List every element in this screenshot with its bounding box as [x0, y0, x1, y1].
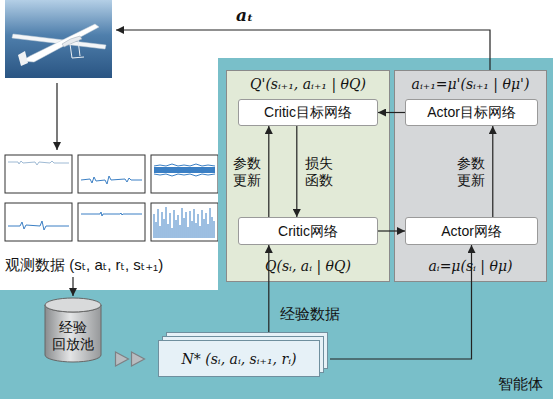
text-holder: Critic目标网络 — [239, 100, 377, 125]
text-holder: 智能体 — [498, 375, 543, 393]
chart-frame — [5, 155, 72, 193]
network-box: Critic目标网络 — [238, 99, 378, 126]
signal-line — [154, 164, 215, 176]
node-text: 经验 回放池 — [49, 319, 97, 353]
aircraft-photo — [5, 0, 112, 78]
text-holder: 经验 回放池 — [44, 311, 102, 361]
glider-tail — [18, 51, 28, 66]
text-holder: 观测数据 (sₜ, aₜ, rₜ, sₜ₊₁) — [5, 256, 163, 274]
edge-label: 损失 函数 — [302, 155, 336, 189]
node-text: 智能体 — [498, 375, 543, 393]
chart-frame — [78, 155, 145, 193]
node-text: aᵢ=μ(sᵢ | θμ) — [428, 258, 512, 275]
experience-label: 经验数据 — [280, 305, 340, 323]
network-box: Actor目标网络 — [405, 99, 538, 126]
text-holder: 参数 更新 — [230, 155, 264, 189]
signal-line — [8, 161, 69, 165]
node-text: Actor网络 — [441, 223, 502, 240]
text-holder: aᵢ=μ(sᵢ | θμ) — [395, 258, 546, 275]
glider-frame — [70, 40, 84, 58]
chart-frame — [151, 203, 218, 241]
signal-band — [154, 167, 215, 173]
text-holder: 参数 更新 — [454, 155, 488, 189]
node-text: Q(sᵢ, aᵢ | θQ) — [265, 258, 351, 275]
action-label: aₜ — [236, 5, 253, 25]
replay-buffer-cylinder: 经验 回放池 — [44, 297, 102, 363]
node-text: aᵢ₊₁=μ'(sᵢ₊₁ | θμ') — [412, 76, 530, 93]
node-text: Critic目标网络 — [264, 104, 352, 121]
text-holder: 损失 函数 — [302, 155, 336, 189]
signal-line — [81, 212, 142, 216]
observation-label: 观测数据 (sₜ, aₜ, rₜ, sₜ₊₁) — [5, 256, 163, 274]
agent-region: 智能体 Q'(sᵢ₊₁, aᵢ₊₁ | θQ) Q(sᵢ, aᵢ | θQ) Crit… — [0, 58, 553, 399]
flow-arrow — [72, 277, 73, 296]
card — [159, 341, 320, 377]
text-holder: Q'(sᵢ₊₁, aᵢ₊₁ | θQ) — [227, 76, 389, 93]
connector — [378, 230, 405, 231]
flow-arrow — [56, 83, 57, 150]
text-holder: Actor网络 — [406, 218, 537, 244]
glider-fuselage — [22, 24, 99, 62]
text-holder: aᵢ₊₁=μ'(sᵢ₊₁ | θμ') — [395, 76, 546, 93]
signal-line — [81, 176, 142, 184]
node-text: N* (sᵢ, aᵢ, sᵢ₊₁, rᵢ) — [181, 351, 296, 368]
chart-frame — [78, 203, 145, 241]
node-text: Actor目标网络 — [427, 104, 516, 121]
cylinder-top — [45, 298, 101, 312]
edge-label: 参数 更新 — [230, 155, 264, 189]
connector — [268, 126, 269, 217]
observation-charts — [5, 155, 218, 241]
chart-frame — [5, 203, 72, 241]
text-holder: 经验数据 — [280, 305, 340, 323]
network-box: Critic网络 — [238, 217, 378, 245]
connector — [296, 126, 297, 217]
batch-card-stack: N* (sᵢ, aᵢ, sᵢ₊₁, rᵢ) — [158, 332, 330, 378]
transfer-arrow — [116, 352, 145, 366]
cylinder-body — [45, 305, 101, 362]
action-arrow — [116, 30, 490, 70]
node-text: Critic网络 — [278, 223, 338, 240]
connector — [268, 245, 269, 332]
chart-frame — [151, 155, 218, 193]
text-holder: Q(sᵢ, aᵢ | θQ) — [227, 258, 389, 275]
text-holder: Critic网络 — [239, 218, 377, 244]
noise-signal — [154, 207, 214, 238]
region-fill — [0, 58, 553, 399]
connector — [378, 112, 405, 113]
text-holder: aₜ — [236, 5, 253, 25]
signal-line — [8, 221, 69, 230]
connector — [492, 126, 493, 217]
edge-label: 参数 更新 — [454, 155, 488, 189]
network-box: Actor网络 — [405, 217, 538, 245]
connector — [330, 245, 472, 359]
node-text: Q'(sᵢ₊₁, aᵢ₊₁ | θQ) — [250, 76, 366, 93]
sea-background — [5, 0, 112, 78]
text-holder: N* (sᵢ, aᵢ, sᵢ₊₁, rᵢ) — [158, 341, 320, 377]
text-holder: Actor目标网络 — [406, 100, 537, 125]
